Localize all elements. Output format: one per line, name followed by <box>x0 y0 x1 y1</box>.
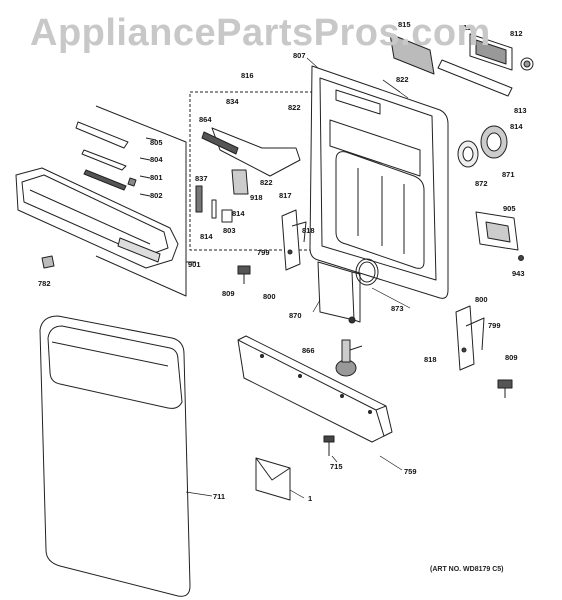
callout-943: 943 <box>512 269 525 278</box>
callout-805: 805 <box>150 138 163 147</box>
gasket-873 <box>355 258 379 286</box>
callout-822-mid: 822 <box>288 103 301 112</box>
callout-802: 802 <box>150 191 163 200</box>
callout-870: 870 <box>289 311 302 320</box>
valve-866 <box>335 339 363 377</box>
control-panel <box>15 105 196 297</box>
callout-837: 837 <box>195 174 208 183</box>
control-assembly-box <box>189 91 313 251</box>
callout-818-right: 818 <box>424 355 437 364</box>
inner-door-liner <box>309 65 449 299</box>
callout-818-left: 818 <box>302 226 315 235</box>
callout-1: 1 <box>308 494 312 503</box>
callout-812: 812 <box>510 29 523 38</box>
callout-822-low: 822 <box>260 178 273 187</box>
art-number: (ART NO. WD8179 C5) <box>430 566 504 573</box>
bottom-rail-759 <box>237 335 393 443</box>
callout-711: 711 <box>213 492 225 501</box>
screws-809 <box>237 265 513 398</box>
callout-782: 782 <box>38 279 51 288</box>
callout-872: 872 <box>475 179 488 188</box>
callout-801: 801 <box>150 173 163 182</box>
callout-814-low: 814 <box>200 232 213 241</box>
callout-905: 905 <box>503 204 516 213</box>
callout-811: 811 <box>459 23 471 32</box>
callout-918: 918 <box>250 193 263 202</box>
callout-800-left: 800 <box>263 292 276 301</box>
rings <box>457 125 508 168</box>
dispenser-assembly <box>389 33 534 97</box>
callout-813: 813 <box>514 106 527 115</box>
callout-871: 871 <box>502 170 515 179</box>
callout-800-right: 800 <box>475 295 488 304</box>
clip-782 <box>41 255 55 269</box>
callout-866: 866 <box>302 346 315 355</box>
callout-809-right: 809 <box>505 353 518 362</box>
callout-labels: 815 811 812 807 822 813 814 816 834 822 … <box>38 20 527 503</box>
callout-799-right: 799 <box>488 321 501 330</box>
hinge-right <box>455 305 485 371</box>
callout-799-left: 799 <box>257 248 270 257</box>
callout-809-left: 809 <box>222 289 235 298</box>
callout-815: 815 <box>398 20 411 29</box>
control-905 <box>475 211 524 261</box>
callout-715: 715 <box>330 462 343 471</box>
callout-803: 803 <box>223 226 236 235</box>
hinge-left <box>281 209 307 271</box>
callout-864: 864 <box>199 115 212 124</box>
callout-822-top: 822 <box>396 75 409 84</box>
callout-814-top: 814 <box>510 122 523 131</box>
leader-lines <box>185 57 411 499</box>
site-watermark: AppliancePartsPros.com <box>30 12 491 54</box>
callout-834: 834 <box>226 97 239 106</box>
callout-759: 759 <box>404 467 417 476</box>
callout-814-mid: 814 <box>232 209 245 218</box>
callout-817: 817 <box>279 191 292 200</box>
callout-816: 816 <box>241 71 254 80</box>
callout-873: 873 <box>391 304 404 313</box>
outer-door-panel <box>39 315 191 597</box>
callout-901: 901 <box>188 260 201 269</box>
screw-715 <box>323 435 335 456</box>
panel-brackets <box>75 121 157 197</box>
callout-804: 804 <box>150 155 163 164</box>
envelope-1 <box>255 457 291 501</box>
callout-807: 807 <box>293 51 306 60</box>
cover-870 <box>317 261 361 324</box>
